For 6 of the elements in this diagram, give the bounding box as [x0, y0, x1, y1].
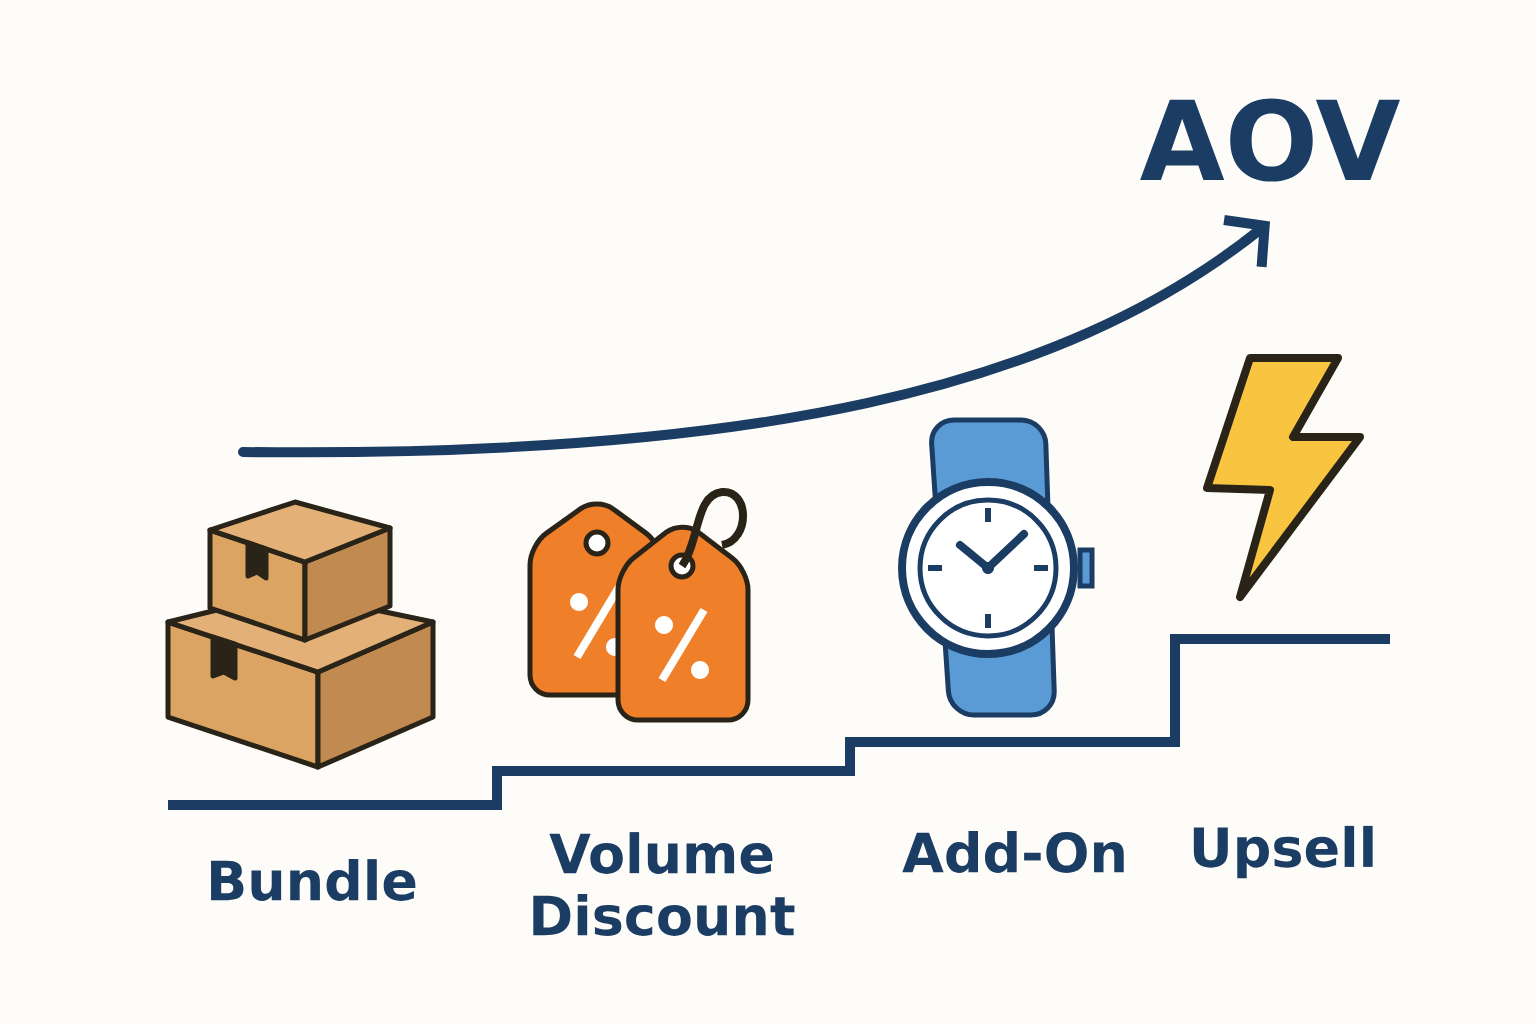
step-label: Bundle: [211, 859, 416, 901]
step-label: Upsell: [1193, 825, 1373, 879]
trend-arrow: [238, 215, 1270, 457]
metric-label: AOV: [1140, 98, 1400, 182]
step-label: Add-On: [902, 831, 1124, 873]
step-label: Volume Discount: [533, 832, 795, 936]
